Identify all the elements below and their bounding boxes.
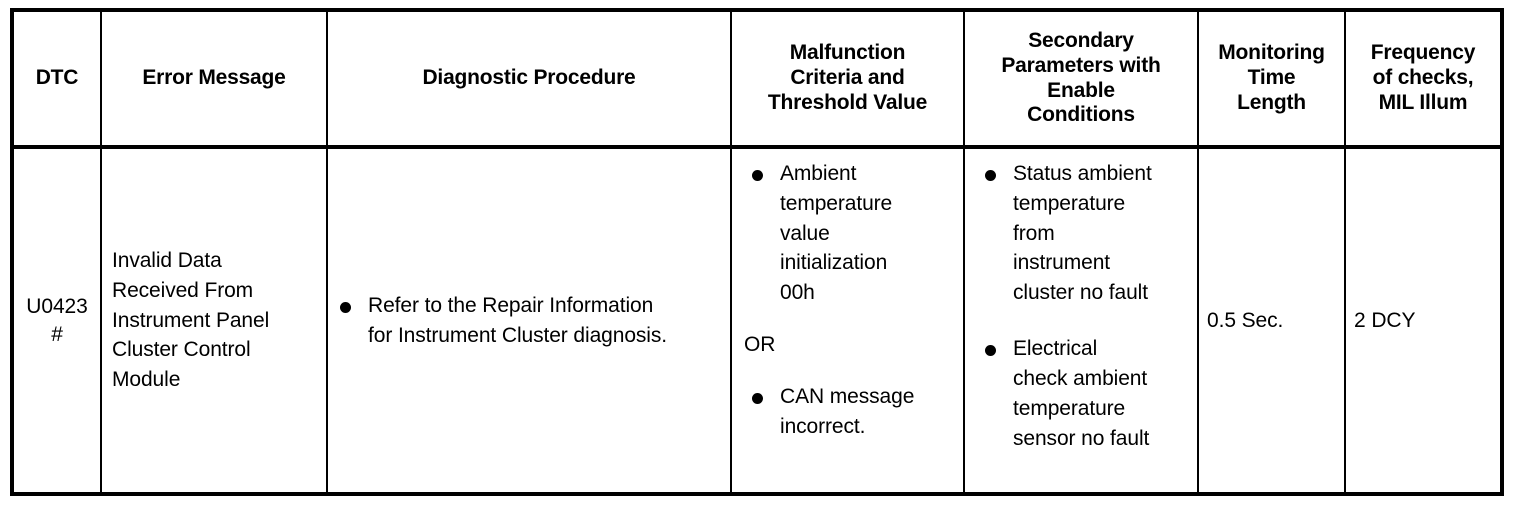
column-header-frequency-line-1: Frequency [1370, 41, 1476, 65]
list-item: Status ambient temperature from instrume… [975, 159, 1189, 308]
list-item: Electrical check ambient temperature sen… [975, 334, 1189, 453]
monitoring-time-length-value: 0.5 Sec. [1207, 308, 1284, 332]
cell-monitoring-time-length: 0.5 Sec. [1197, 147, 1346, 494]
cell-diagnostic-procedure: Refer to the Repair Information for Inst… [326, 147, 732, 494]
malfunction-bullet-1-line-5: 00h [780, 281, 815, 305]
error-message-line-1: Invalid Data [112, 248, 222, 272]
list-item: Ambient temperature value initialization… [742, 159, 955, 308]
table-header-row: DTC Error Message Diagnostic Procedure M… [12, 10, 1502, 147]
column-header-malfunction-line-3: Threshold Value [767, 90, 928, 114]
column-header-monitoring-line-3: Length [1237, 90, 1306, 114]
malfunction-bullet-1-line-2: temperature [780, 191, 893, 215]
error-message-text: Invalid Data Received From Instrument Pa… [102, 246, 326, 395]
dtc-code-value: U0423 [26, 295, 88, 319]
secondary-bullet-2-line-3: temperature [1013, 396, 1126, 420]
malfunction-criteria-content: Ambient temperature value initialization… [732, 149, 963, 452]
dtc-code: U0423 # [14, 293, 100, 348]
secondary-parameters-bullet-list: Status ambient temperature from instrume… [975, 159, 1189, 453]
malfunction-or-separator: OR [744, 333, 776, 357]
malfunction-bullet-2-line-2: incorrect. [780, 414, 866, 438]
malfunction-bullet-1-line-3: value [780, 221, 830, 245]
column-header-diagnostic-procedure: Diagnostic Procedure [326, 10, 732, 147]
secondary-bullet-2-line-4: sensor no fault [1013, 426, 1150, 450]
diagnostic-procedure-bullet-list: Refer to the Repair Information for Inst… [334, 291, 724, 351]
list-item: Refer to the Repair Information for Inst… [334, 291, 724, 351]
secondary-bullet-1-line-2: temperature [1013, 191, 1126, 215]
secondary-bullet-1-line-4: instrument [1013, 251, 1111, 275]
frequency-of-checks-value: 2 DCY [1354, 308, 1416, 332]
secondary-parameters-content: Status ambient temperature from instrume… [965, 149, 1197, 463]
cell-frequency-of-checks: 2 DCY [1344, 147, 1502, 494]
column-header-frequency-line-2: of checks, [1372, 66, 1474, 90]
secondary-bullet-1-line-5: cluster no fault [1013, 281, 1148, 305]
diagnostic-bullet-1-line-1: Refer to the Repair Information [368, 293, 654, 317]
column-header-malfunction-line-2: Criteria and [790, 66, 905, 90]
column-header-malfunction-criteria: Malfunction Criteria and Threshold Value [730, 10, 965, 147]
error-message-line-4: Cluster Control [112, 338, 251, 362]
cell-malfunction-criteria: Ambient temperature value initialization… [730, 147, 965, 494]
cell-secondary-parameters: Status ambient temperature from instrume… [963, 147, 1199, 494]
secondary-bullet-2-line-2: check ambient [1013, 366, 1148, 390]
table-body: U0423 # Invalid Data Received From Instr… [12, 147, 1502, 494]
error-message-line-3: Instrument Panel [112, 308, 270, 332]
column-header-secondary-line-2: Parameters with [1001, 53, 1161, 77]
column-header-monitoring-time-length: Monitoring Time Length [1197, 10, 1346, 147]
column-header-malfunction-line-1: Malfunction [789, 41, 906, 65]
cell-error-message: Invalid Data Received From Instrument Pa… [100, 147, 328, 494]
cell-dtc: U0423 # [12, 147, 102, 494]
malfunction-bullet-2-line-1: CAN message [780, 384, 915, 408]
malfunction-bullet-list-before: Ambient temperature value initialization… [742, 159, 955, 308]
dtc-code-suffix: # [51, 322, 63, 346]
column-header-secondary-parameters: Secondary Parameters with Enable Conditi… [963, 10, 1199, 147]
malfunction-bullet-1-line-1: Ambient [780, 162, 857, 185]
error-message-line-5: Module [112, 368, 181, 392]
list-item: CAN message incorrect. [742, 382, 955, 442]
secondary-bullet-1-line-3: from [1013, 221, 1055, 245]
column-header-dtc-line-1: DTC [35, 66, 79, 90]
column-header-secondary-line-3: Enable [1047, 78, 1115, 102]
secondary-bullet-2-line-1: Electrical [1013, 337, 1098, 361]
column-header-secondary-line-4: Conditions [1027, 103, 1135, 127]
dtc-diagnostic-table: DTC Error Message Diagnostic Procedure M… [10, 8, 1504, 496]
column-header-frequency-of-checks: Frequency of checks, MIL Illum [1344, 10, 1502, 147]
column-header-monitoring-line-1: Monitoring [1218, 41, 1325, 65]
column-header-error-message-line-1: Error Message [142, 66, 286, 90]
column-header-secondary-line-1: Secondary [1028, 28, 1134, 52]
table-header: DTC Error Message Diagnostic Procedure M… [12, 10, 1502, 147]
malfunction-bullet-1-line-4: initialization [780, 251, 888, 275]
diagnostic-bullet-1-line-2: for Instrument Cluster diagnosis. [368, 323, 667, 347]
diagnostic-procedure-content: Refer to the Repair Information for Inst… [328, 291, 730, 351]
table-row: U0423 # Invalid Data Received From Instr… [12, 147, 1502, 494]
column-header-monitoring-line-2: Time [1247, 66, 1296, 90]
column-header-frequency-line-3: MIL Illum [1378, 90, 1468, 114]
column-header-error-message: Error Message [100, 10, 328, 147]
error-message-line-2: Received From [112, 278, 254, 302]
column-header-diagnostic-procedure-line-1: Diagnostic Procedure [422, 66, 636, 90]
secondary-bullet-1-line-1: Status ambient [1013, 162, 1152, 185]
malfunction-bullet-list-after: CAN message incorrect. [742, 382, 955, 442]
column-header-dtc: DTC [12, 10, 102, 147]
